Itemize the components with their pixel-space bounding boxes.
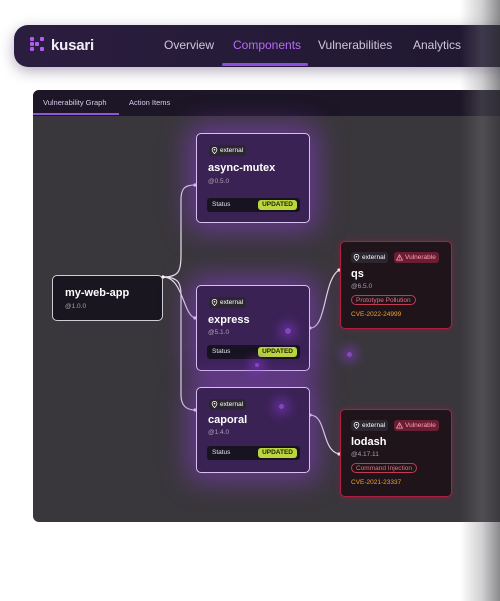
edge-caporal-lodash xyxy=(309,414,340,455)
vulnerable-version: @6.5.0 xyxy=(351,283,373,290)
location-pin-icon xyxy=(211,299,218,306)
component-name: async-mutex xyxy=(208,162,276,174)
vulnerable-version: @4.17.11 xyxy=(351,451,379,458)
glow-dot xyxy=(255,363,259,367)
tab-action-items[interactable]: Action Items xyxy=(129,98,171,107)
vulnerable-node-qs[interactable]: external Vulnerable qs @6.5.0 Prototype … xyxy=(340,241,452,329)
component-name: express xyxy=(208,314,250,326)
vulnerable-name: lodash xyxy=(351,436,387,448)
external-badge: external xyxy=(351,420,389,431)
nav-link-components[interactable]: Components xyxy=(233,38,302,52)
dependency-edges xyxy=(161,183,341,456)
edge-dot-async-mutex xyxy=(193,183,197,187)
location-pin-icon xyxy=(353,422,360,429)
active-nav-indicator xyxy=(222,63,308,66)
edge-express-qs xyxy=(309,269,340,329)
nav-link-overview[interactable]: Overview xyxy=(164,38,215,52)
glow-dot xyxy=(285,328,291,334)
component-node-express[interactable]: external express @5.1.0 Status UPDATED xyxy=(196,285,310,371)
status-row: Status UPDATED xyxy=(207,446,300,460)
root-version: @1.0.0 xyxy=(65,303,87,310)
vulnerable-badge: Vulnerable xyxy=(394,420,439,431)
glow-dot xyxy=(347,352,352,357)
external-badge: external xyxy=(209,145,247,156)
brand-name: kusari xyxy=(51,37,94,54)
location-pin-icon xyxy=(353,254,360,261)
external-badge: external xyxy=(209,297,247,308)
component-version: @0.5.0 xyxy=(208,178,230,185)
status-badge-updated: UPDATED xyxy=(258,448,297,458)
component-version: @5.1.0 xyxy=(208,329,230,336)
edge-dot-caporal-in xyxy=(193,408,197,412)
status-badge-updated: UPDATED xyxy=(258,347,297,357)
component-version: @1.4.0 xyxy=(208,429,230,436)
cve-id[interactable]: CVE-2021-23337 xyxy=(351,479,402,486)
external-badge: external xyxy=(209,399,247,410)
status-row: Status UPDATED xyxy=(207,345,300,359)
component-node-async-mutex[interactable]: external async-mutex @0.5.0 Status UPDAT… xyxy=(196,133,310,223)
nav-link-analytics[interactable]: Analytics xyxy=(413,38,462,52)
issue-tag: Prototype Pollution xyxy=(351,295,416,305)
cve-id[interactable]: CVE-2022-24999 xyxy=(351,311,402,318)
external-badge: external xyxy=(351,252,389,263)
graph-panel: Vulnerability Graph Action Items xyxy=(33,90,500,522)
location-pin-icon xyxy=(211,401,218,408)
edge-root-caporal xyxy=(162,276,196,411)
status-badge-updated: UPDATED xyxy=(258,200,297,210)
edge-dot-lodash-in xyxy=(337,452,341,456)
root-name: my-web-app xyxy=(65,287,130,299)
component-name: caporal xyxy=(208,414,248,426)
nav-link-vulnerabilities[interactable]: Vulnerabilities xyxy=(318,38,393,52)
glow-dot xyxy=(279,404,284,409)
top-nav: kusari Overview Components Vulnerabiliti… xyxy=(14,25,500,67)
vulnerable-node-lodash[interactable]: external Vulnerable lodash @4.17.11 Comm… xyxy=(340,409,452,497)
issue-tag: Command Injection xyxy=(351,463,417,473)
edge-dot-express-in xyxy=(193,316,197,320)
location-pin-icon xyxy=(211,147,218,154)
active-tab-indicator xyxy=(33,113,119,115)
status-row: Status UPDATED xyxy=(207,198,300,212)
component-node-caporal[interactable]: external caporal @1.4.0 Status UPDATED xyxy=(196,387,310,473)
vulnerable-name: qs xyxy=(351,268,364,280)
vulnerable-badge: Vulnerable xyxy=(394,252,439,263)
edge-root-express xyxy=(162,276,196,319)
edge-root-async-mutex xyxy=(162,184,196,278)
warning-triangle-icon xyxy=(396,422,403,429)
brand-logo[interactable]: kusari xyxy=(30,37,94,54)
warning-triangle-icon xyxy=(396,254,403,261)
tab-vulnerability-graph[interactable]: Vulnerability Graph xyxy=(43,98,107,107)
kusari-logo-icon xyxy=(30,37,45,54)
root-node[interactable]: my-web-app @1.0.0 xyxy=(52,275,163,321)
panel-tabs: Vulnerability Graph Action Items xyxy=(33,90,500,116)
edge-dot-qs-in xyxy=(337,268,341,272)
